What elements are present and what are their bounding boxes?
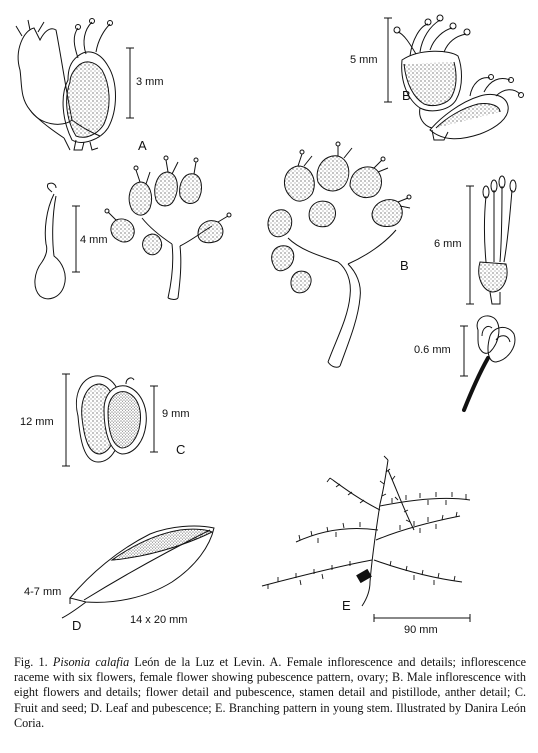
scale-label-a: 3 mm — [136, 76, 164, 88]
branch-illustration — [261, 455, 471, 607]
scale-label-c-fruit: 12 mm — [20, 416, 54, 428]
female-flower-illustration — [15, 18, 116, 151]
scale-bar-a-ovary — [72, 205, 80, 273]
scale-bar-c-fruit — [62, 373, 70, 467]
scale-bar-b-top — [384, 17, 392, 103]
anther-illustration — [462, 315, 516, 412]
caption-fig-label: Fig. 1. — [14, 655, 48, 669]
scale-label-a-ovary: 4 mm — [80, 234, 108, 246]
scale-label-b-stamen: 6 mm — [434, 238, 462, 250]
botanical-plate — [15, 14, 524, 622]
scale-label-d-width: 4-7 mm — [24, 586, 62, 598]
male-flower-illustration — [393, 14, 524, 141]
scale-bar-b-stamen — [466, 185, 474, 305]
scale-label-e: 90 mm — [404, 624, 438, 636]
leaf-illustration — [61, 525, 215, 619]
panel-letter-b-top: B — [402, 88, 411, 103]
panel-letter-e: E — [342, 598, 351, 613]
scale-bar-b-anther — [460, 325, 468, 377]
scale-label-d-size: 14 x 20 mm — [130, 614, 188, 626]
panel-letter-a: A — [138, 138, 147, 153]
caption-species: Pisonia calafia — [52, 655, 130, 669]
male-inflorescence-illustration — [267, 141, 412, 368]
figure-caption: Fig. 1. Pisonia calafia León de la Luz e… — [14, 655, 526, 731]
scale-bar-a — [126, 47, 134, 119]
scale-bar-e — [373, 614, 471, 622]
panel-letter-d: D — [72, 618, 82, 633]
caption-body: León de la Luz et Levin. A. Female inflo… — [14, 655, 527, 730]
stamen-illustration — [478, 175, 517, 305]
scale-label-b-top: 5 mm — [350, 54, 378, 66]
scale-bar-c-seed — [150, 385, 158, 453]
panel-letter-b-main: B — [400, 258, 409, 273]
panel-letter-c: C — [176, 442, 186, 457]
fruit-seed-illustration — [76, 375, 147, 463]
scale-label-b-anther: 0.6 mm — [414, 344, 451, 356]
female-raceme-illustration — [104, 155, 232, 300]
ovary-illustration — [34, 182, 66, 300]
scale-label-c-seed: 9 mm — [162, 408, 190, 420]
